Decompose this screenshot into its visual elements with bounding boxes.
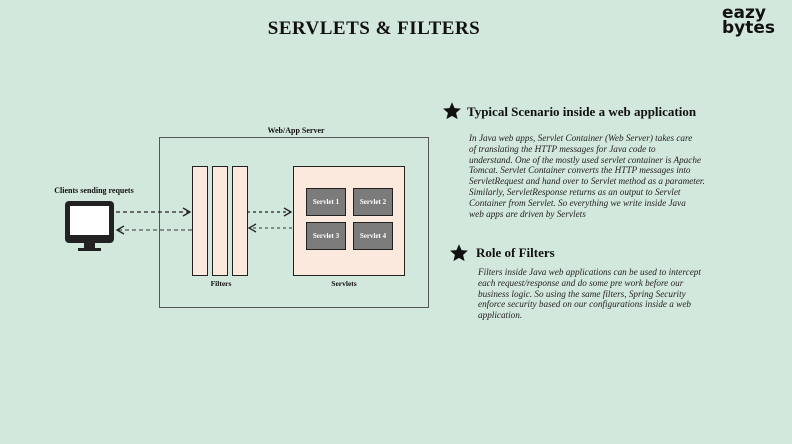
text-line: understand. One of the mostly used servl… (469, 154, 702, 165)
servlets-label: Servlets (331, 279, 357, 288)
section-heading-role-of-filters: Role of Filters (476, 245, 555, 260)
text-line: Similarly, ServletResponse returns as an… (469, 186, 681, 197)
section-paragraph-typical-scenario: In Java web apps, Servlet Container (Web… (469, 133, 705, 219)
text-line: Tomcat. Servlet Container converts the H… (469, 165, 691, 176)
star-icon (443, 102, 461, 120)
text-line: business logic. So using the same filter… (478, 288, 686, 299)
filter-bar-2 (212, 166, 228, 276)
page-title: SERVLETS & FILTERS (267, 18, 481, 39)
section-paragraph-role-of-filters: Filters inside Java web applications can… (478, 267, 701, 321)
text-line: of translating the HTTP messages for Jav… (469, 143, 656, 154)
servlet-1: Servlet 1 (306, 188, 346, 216)
text-line: each request/response and do some pre wo… (478, 277, 684, 288)
clients-label: Clients sending requets (54, 186, 134, 195)
star-icon (450, 244, 468, 262)
section-heading-typical-scenario: Typical Scenario inside a web applicatio… (467, 104, 697, 119)
filters-label: Filters (210, 279, 232, 288)
text-line: ServletRequest and hand over to Servlet … (469, 176, 705, 187)
filter-bar-3 (232, 166, 248, 276)
servlet-4: Servlet 4 (353, 222, 393, 250)
logo-line-1: eazy (722, 3, 766, 23)
servlet-3: Servlet 3 (306, 222, 346, 250)
text-line: Filters inside Java web applications can… (478, 267, 701, 277)
server-label: Web/App Server (267, 126, 325, 135)
text-line: Container from Servlet. So everything we… (469, 197, 686, 208)
eazybytes-logo: eazy bytes (722, 3, 786, 38)
text-line: application. (478, 310, 523, 321)
logo-line-2: bytes (722, 18, 776, 38)
web-app-server-box (159, 137, 429, 308)
text-line: web apps are driven by Servlets (469, 208, 586, 219)
filter-bar-1 (192, 166, 208, 276)
text-line: In Java web apps, Servlet Container (Web… (469, 133, 693, 143)
text-line: enforce security based on our configurat… (478, 299, 691, 310)
monitor-icon (65, 201, 114, 251)
servlet-2: Servlet 2 (353, 188, 393, 216)
servlets-container (293, 166, 405, 276)
